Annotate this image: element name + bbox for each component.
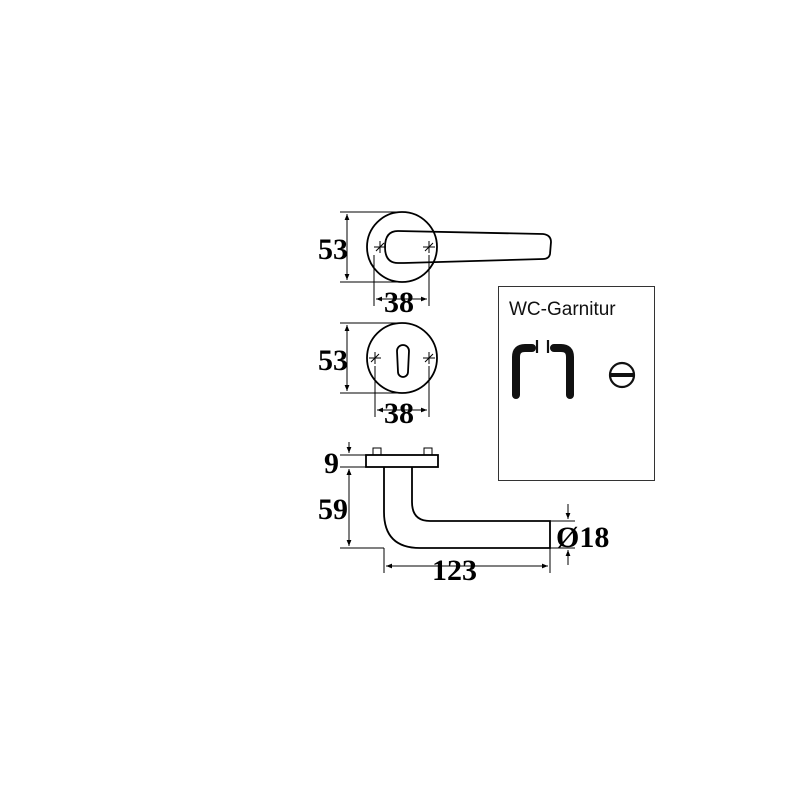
screw-head-right — [423, 447, 433, 456]
keyhole-screw-center-marks — [369, 352, 435, 364]
wc-icons — [512, 340, 636, 399]
width-dimension-38-a: 38 — [373, 255, 430, 319]
length-dimension-123: 123 — [383, 548, 551, 587]
rosette-lever-front-view: 53 38 — [318, 211, 552, 319]
rosette-plate — [365, 454, 439, 468]
dimension-label-59: 59 — [318, 493, 348, 526]
diameter-dimension-18: Ø18 — [550, 504, 609, 565]
lever-neck — [384, 230, 404, 264]
keyhole-slot — [396, 344, 410, 378]
wc-set-panel: WC-Garnitur — [498, 286, 655, 481]
screw-center-marks — [374, 241, 435, 253]
keyhole-rosette-front-view: 53 38 — [318, 322, 438, 430]
dimension-label-diameter-18: Ø18 — [556, 521, 609, 554]
wc-set-title: WC-Garnitur — [509, 299, 616, 320]
dimension-label-9: 9 — [324, 447, 339, 480]
wc-turn-knob-icon — [608, 361, 636, 389]
drop-dimension-59: 59 — [318, 469, 384, 549]
height-dimension-53-a: 53 — [318, 211, 402, 283]
door-lever-pair-icon — [512, 340, 574, 399]
dimension-label-53-b: 53 — [318, 344, 348, 377]
height-dimension-53-b: 53 — [318, 322, 402, 394]
dimension-label-123: 123 — [432, 554, 477, 587]
lever-side-view: 9 59 123 Ø18 — [318, 442, 609, 587]
thickness-dimension-9: 9 — [324, 442, 366, 480]
screw-head-left — [372, 447, 382, 456]
dimension-label-53-a: 53 — [318, 233, 348, 266]
dimension-label-38-a: 38 — [384, 286, 414, 319]
width-dimension-38-b: 38 — [374, 366, 430, 430]
lever-bar — [397, 230, 552, 264]
dimension-label-38-b: 38 — [384, 397, 414, 430]
